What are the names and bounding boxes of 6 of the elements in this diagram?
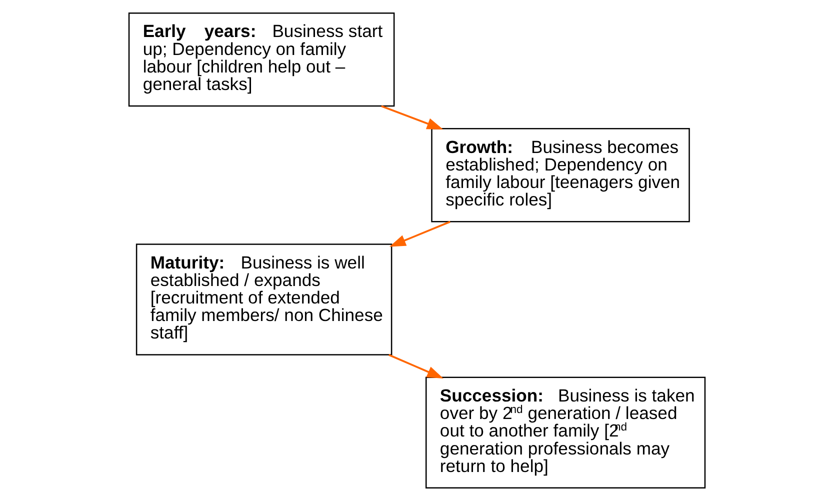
arrow [388,354,444,378]
arrow [381,105,444,130]
arrow [389,220,450,247]
node-box: Maturity: Business is well established / expands [recruitment of extended family members/ non Chinese staff] [136,244,392,356]
node-box: Early years: Business start up; Dependency on family labour [children help out – general tasks] [128,12,395,107]
node-box: Growth: Business becomes established; Dependency on family labour [teenagers given specific roles] [431,128,690,222]
